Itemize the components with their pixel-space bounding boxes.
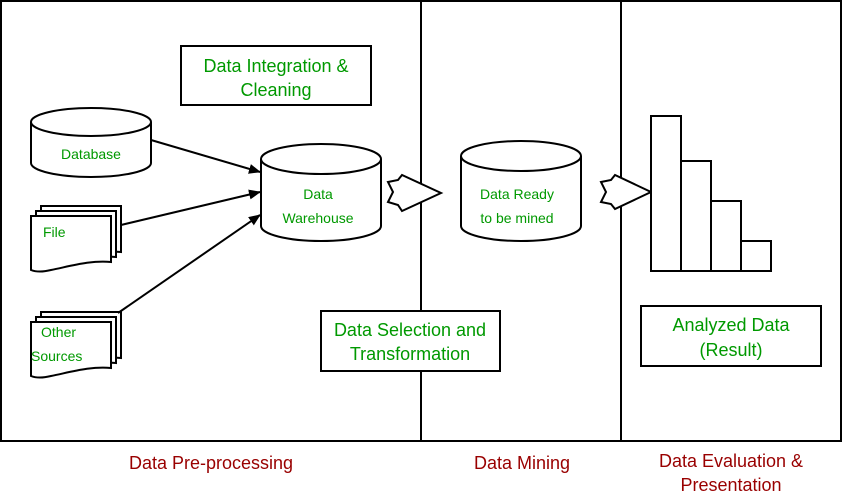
ready-data-label-line2: to be mined [480,210,553,226]
section-label-preprocessing: Data Pre-processing [129,453,293,473]
arrow-database-to-warehouse [150,139,261,174]
other-sources-label-line2: Sources [31,348,82,364]
other-sources-node: Other Sources [30,311,122,379]
other-sources-label-line1: Other [41,324,76,340]
warehouse-label-line1: Data [303,186,333,202]
database-node: Database [30,107,152,178]
selection-label-line1: Data Selection and [334,320,486,340]
ready-data-node: Data Ready to be mined [460,140,582,242]
file-label: File [43,224,66,240]
analyzed-label-line2: (Result) [699,340,762,360]
section-frame-evaluation [620,0,842,442]
arrow-other-to-warehouse [117,214,261,314]
arrow-ready-to-result [599,173,654,211]
section-label-evaluation-line2: Presentation [680,475,781,495]
file-node: File [30,205,122,273]
integration-label-line1: Data Integration & [203,56,348,76]
database-label: Database [61,146,121,162]
integration-label-line2: Cleaning [240,80,311,100]
section-label-mining: Data Mining [474,453,570,473]
integration-box: Data Integration & Cleaning [180,45,372,106]
section-label-evaluation-line1: Data Evaluation & [659,451,803,471]
warehouse-node: Data Warehouse [260,143,382,242]
arrow-file-to-warehouse [120,189,261,226]
selection-label-line2: Transformation [350,344,470,364]
ready-data-label-line1: Data Ready [480,186,554,202]
result-bars-icon [650,115,772,272]
arrow-warehouse-to-ready [386,173,444,213]
analyzed-label-line1: Analyzed Data [672,315,790,335]
selection-box: Data Selection and Transformation [320,310,501,372]
warehouse-label-line2: Warehouse [282,210,353,226]
analyzed-data-box: Analyzed Data (Result) [640,305,822,367]
